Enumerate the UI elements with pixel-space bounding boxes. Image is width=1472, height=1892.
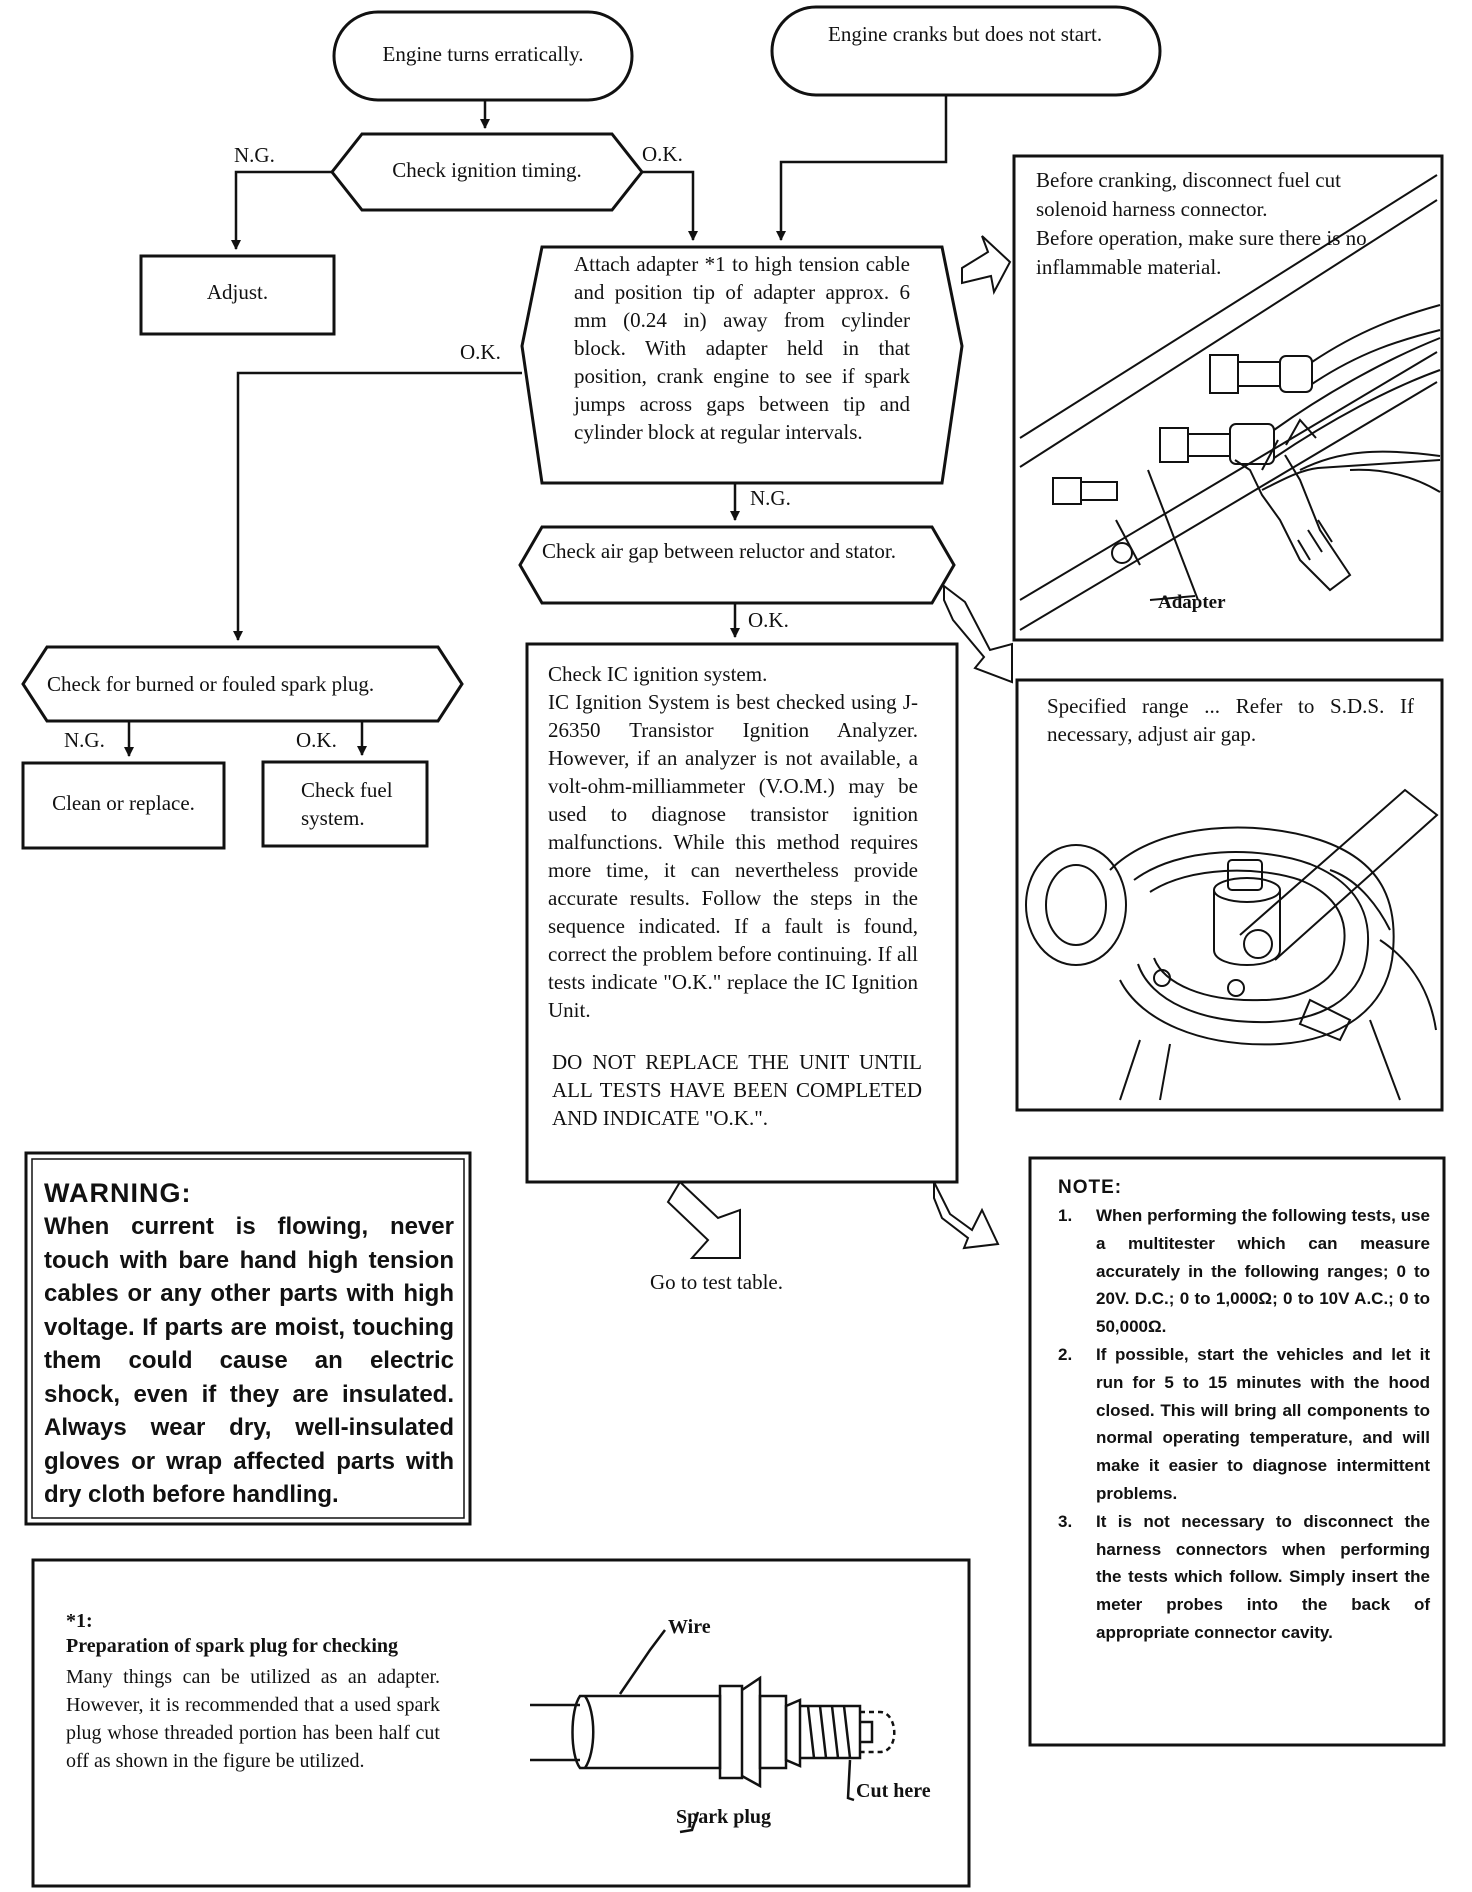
air-gap-text: Check air gap between reluctor and stato… [542, 539, 896, 563]
box-clean-replace [21, 761, 226, 850]
note-item: 2. If possible, start the vehicles and l… [1058, 1341, 1430, 1508]
terminal-cranks-text: Engine cranks but does not start. [828, 22, 1103, 46]
connector-timing-adjust [231, 170, 332, 250]
note-item-number: 2. [1058, 1344, 1073, 1364]
hollow-arrow-cranking [961, 235, 1012, 295]
go-to-table-text: Go to test table. [650, 1270, 783, 1294]
label-ng-plug: N.G. [64, 728, 105, 752]
decision-spark-test [520, 245, 964, 485]
hollow-arrow-airgap [943, 583, 1013, 684]
label-ok-airgap: O.K. [748, 608, 789, 632]
spec-range-text: Specified range ... Refer to S.D.S. If n… [1047, 694, 1414, 746]
fuel-text: Check fuel system. [301, 778, 393, 830]
note-title: NOTE: [1058, 1177, 1123, 1198]
warning-title: WARNING: [44, 1178, 192, 1208]
box-adjust [139, 254, 336, 336]
label-ng-timing: N.G. [234, 143, 275, 167]
adapter-label: Adapter [1158, 592, 1226, 613]
terminal-cranks [770, 5, 1162, 97]
note-item: 3. It is not necessary to disconnect the… [1058, 1508, 1430, 1647]
note-item-text: When performing the following tests, use… [1096, 1206, 1430, 1337]
adjust-text: Adjust. [206, 280, 269, 304]
spark-plug-label: Spark plug [676, 1806, 772, 1828]
callout-cranking-box [1012, 154, 1444, 642]
note-item-text: It is not necessary to disconnect the ha… [1096, 1511, 1430, 1642]
distributor-illustration [1025, 788, 1439, 1101]
cut-spark-plug-illustration [530, 1629, 896, 1834]
note-item-number: 1. [1058, 1206, 1073, 1225]
connector-spark-plug [233, 371, 522, 641]
label-ok-spark: O.K. [460, 340, 501, 364]
note-item-text: If possible, start the vehicles and let … [1096, 1344, 1430, 1503]
connector-timing-spark [642, 170, 698, 241]
spark-plug-text: Check for burned or fouled spark plug. [47, 672, 375, 696]
terminal-erratic [332, 10, 634, 102]
note-box [1028, 1156, 1446, 1747]
spark-adapter-illustration [1019, 174, 1441, 631]
box-check-fuel [261, 760, 429, 848]
timing-text: Check ignition timing. [392, 158, 582, 182]
footnote-body: Many things can be utilized as an adapte… [66, 1666, 440, 1772]
ic-check-text: Check IC ignition system. IC Ignition Sy… [548, 662, 918, 1022]
hollow-arrow-test-table [666, 1180, 741, 1259]
ic-caps-text: DO NOT REPLACE THE UNIT UNTIL ALL TESTS … [552, 1050, 922, 1130]
decision-spark-plug [21, 645, 464, 723]
note-item-number: 3. [1058, 1511, 1073, 1531]
box-ic-check [525, 642, 959, 1184]
note-list: 1. When performing the following tests, … [1058, 1202, 1430, 1647]
warning-box [24, 1151, 472, 1526]
label-ok-plug: O.K. [296, 728, 337, 752]
callout-airgap-box [1015, 678, 1444, 1112]
cranking-note-text: Before cranking, disconnect fuel cut sol… [1036, 168, 1367, 279]
clean-text: Clean or replace. [52, 791, 195, 815]
note-item: 1. When performing the following tests, … [1058, 1202, 1430, 1341]
footnote-marker: *1: [66, 1610, 93, 1632]
spark-test-text: Attach adapter *1 to high tension cable … [574, 252, 910, 444]
footnote-box [31, 1558, 971, 1888]
cut-here-label: Cut here [856, 1780, 931, 1802]
wire-label: Wire [668, 1616, 711, 1638]
hollow-arrow-note [933, 1181, 1000, 1250]
terminal-erratic-text: Engine turns erratically. [382, 42, 584, 66]
connector-cranks-spark [776, 95, 948, 241]
label-ng-spark: N.G. [750, 486, 791, 510]
footnote-heading: Preparation of spark plug for checking [66, 1635, 399, 1657]
label-ok-timing: O.K. [642, 142, 683, 166]
warning-body: When current is flowing, never touch wit… [44, 1213, 454, 1508]
decision-air-gap [518, 525, 956, 605]
